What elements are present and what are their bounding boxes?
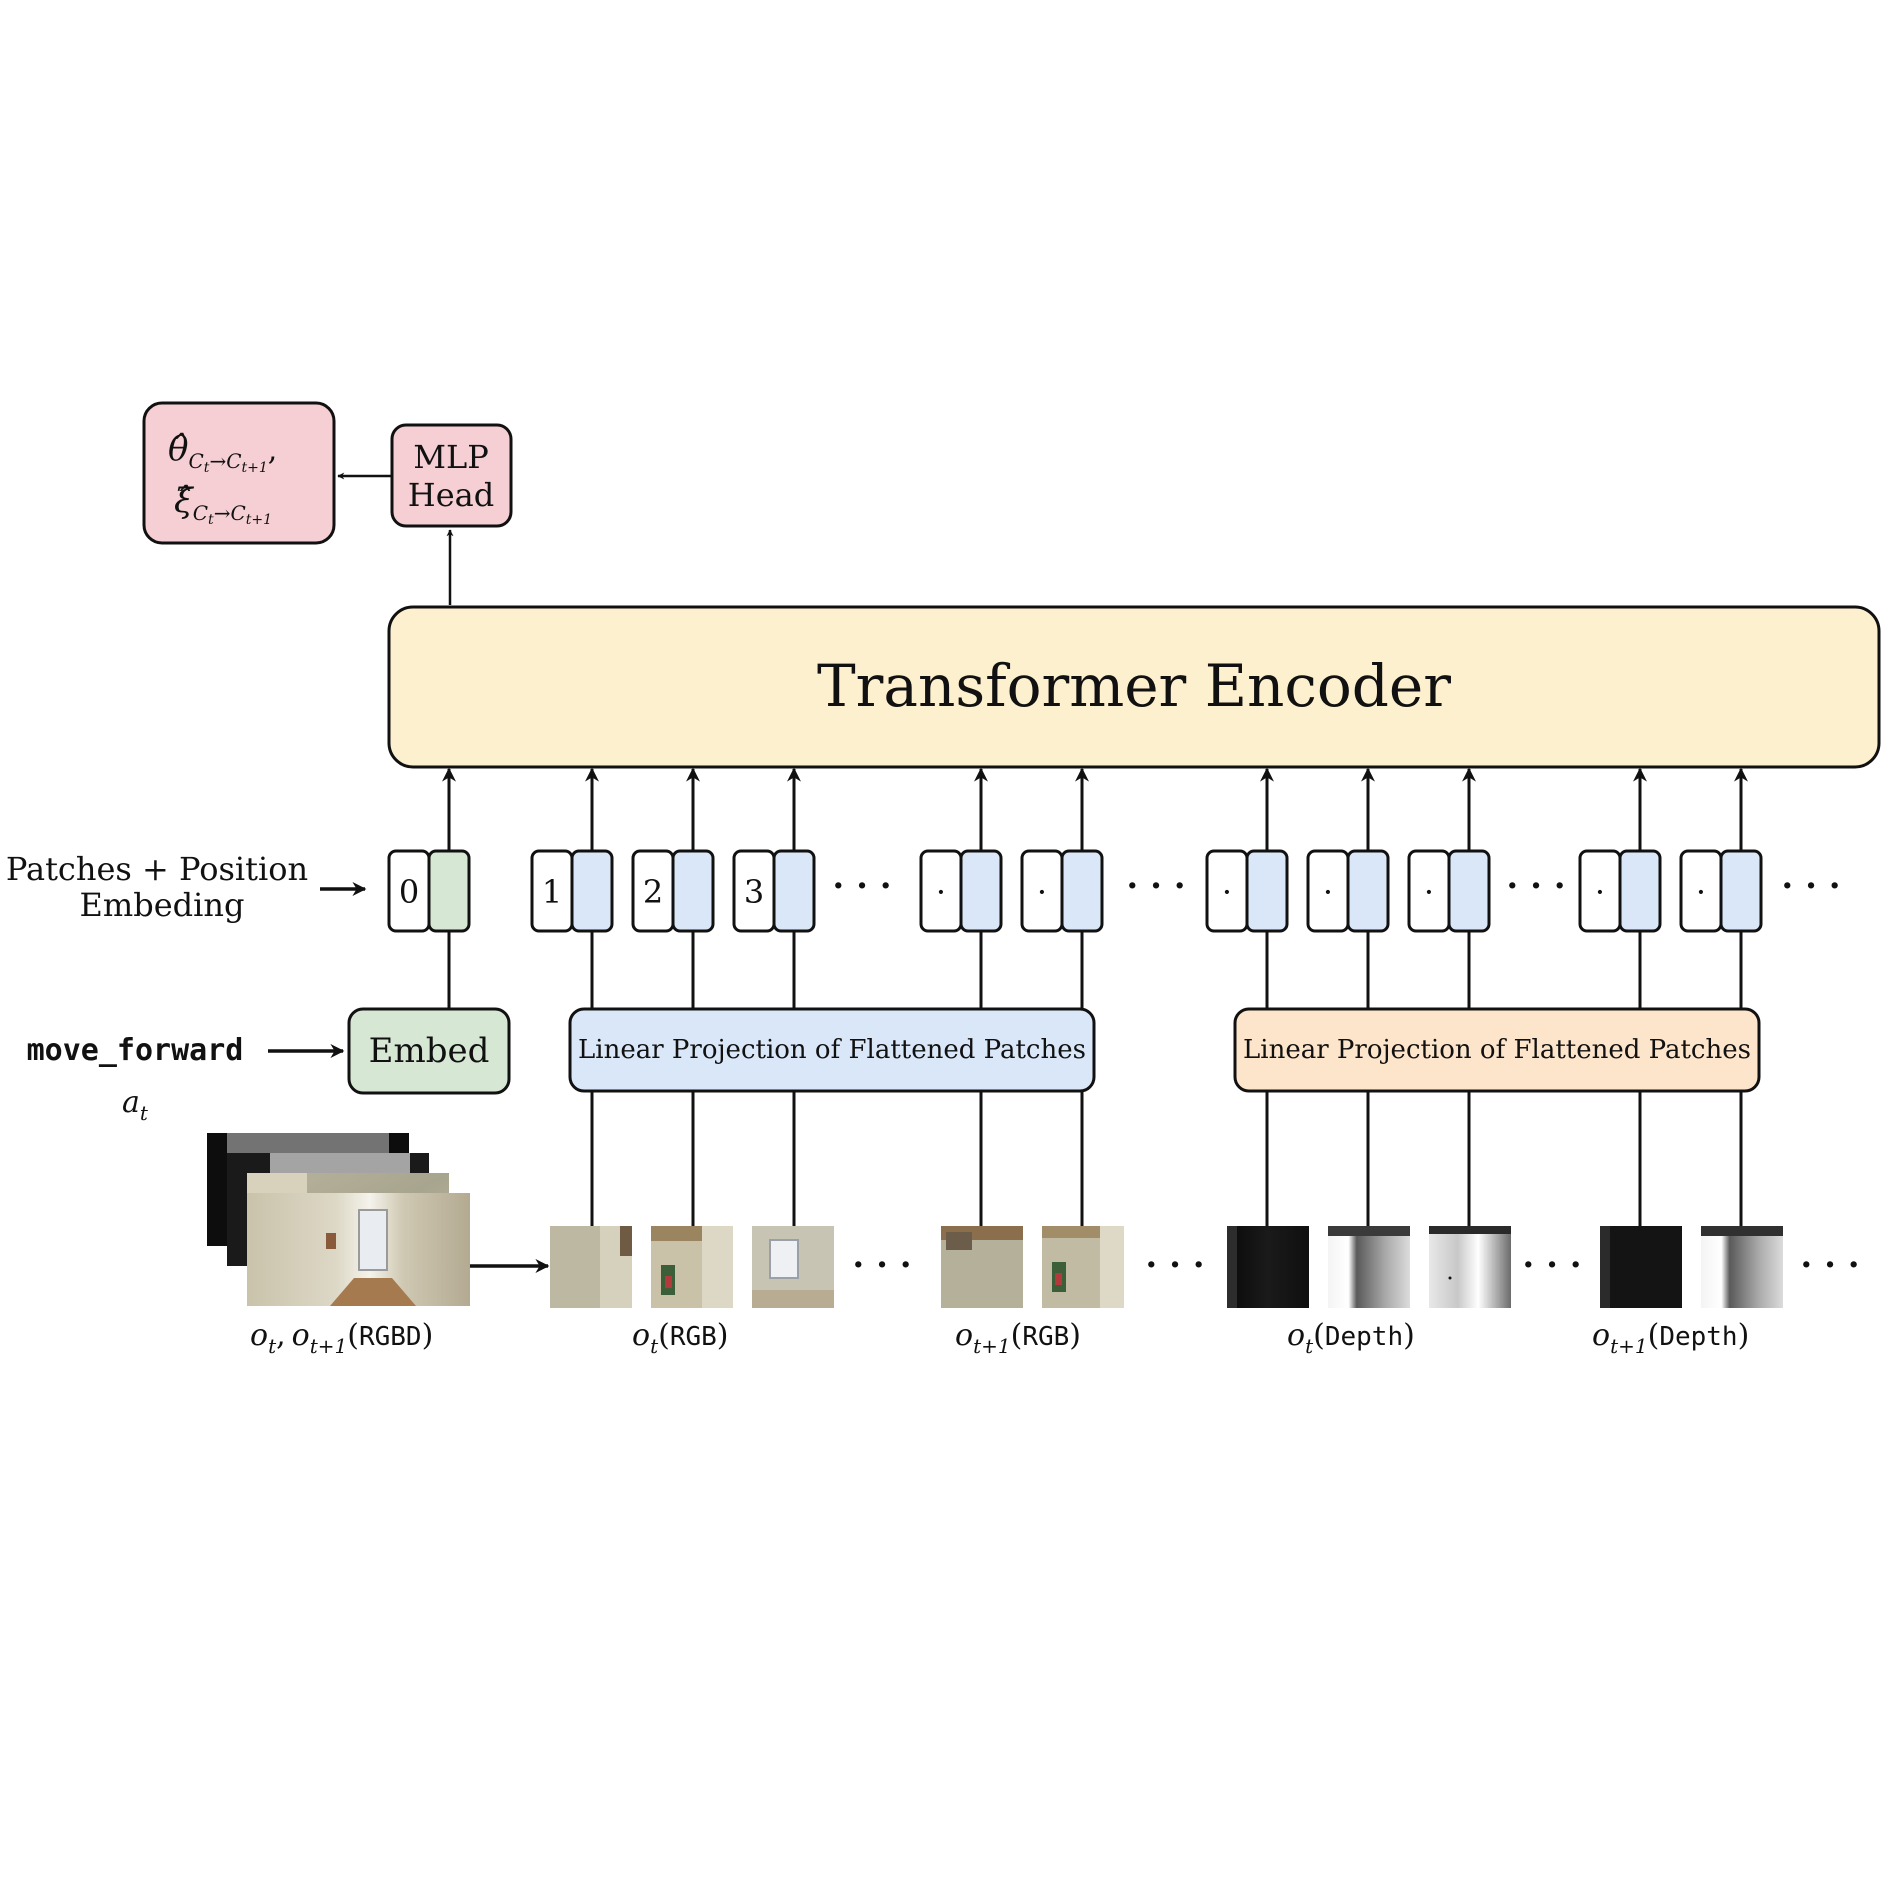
patch-token-7-embedding-box bbox=[1346, 849, 1390, 933]
xi-sub-c: C bbox=[193, 501, 208, 525]
mlp-head-line1: MLP bbox=[413, 438, 489, 476]
xi-sub-t1: t+1 bbox=[246, 512, 272, 528]
depth-patch-3 bbox=[1429, 1226, 1511, 1308]
mlp-head-box: MLP Head bbox=[390, 423, 513, 528]
xi-sub-t: t bbox=[208, 512, 214, 528]
cls-token-embedding-box bbox=[427, 849, 471, 933]
caption-rgbd: ot,ot+1(RGBD) bbox=[250, 1318, 433, 1358]
theta-sub-arrow: → bbox=[209, 449, 226, 473]
cls-token: 0 bbox=[387, 849, 471, 933]
rgb-patch-4 bbox=[941, 1226, 1023, 1308]
patch-token-2: 2 bbox=[631, 849, 715, 933]
caption-rgb-t1: ot+1(RGB) bbox=[955, 1318, 1081, 1358]
xi-sub-c2: C bbox=[230, 501, 245, 525]
patch-token-5-label: · bbox=[1037, 873, 1047, 911]
rgb-projection-box: Linear Projection of Flattened Patches bbox=[568, 1007, 1096, 1093]
rgb-patch-1 bbox=[550, 1226, 632, 1308]
patch-token-4-label: · bbox=[936, 873, 946, 911]
patch-token-7: · bbox=[1306, 849, 1390, 933]
action-symbol: at bbox=[122, 1085, 149, 1125]
patch-token-9: · bbox=[1578, 849, 1662, 933]
token-ellipsis-4: · · · bbox=[1781, 866, 1840, 906]
patch-token-1-label: 1 bbox=[542, 873, 562, 911]
image-ellipsis-1: · · · bbox=[852, 1245, 911, 1285]
patch-token-3: 3 bbox=[732, 849, 816, 933]
patch-token-7-label: · bbox=[1323, 873, 1333, 911]
image-ellipsis-4: · · · bbox=[1800, 1245, 1859, 1285]
depth-projection-box: Linear Projection of Flattened Patches bbox=[1233, 1007, 1761, 1093]
patches-label-line2: Embeding bbox=[80, 886, 245, 924]
patch-token-8-label: · bbox=[1424, 873, 1434, 911]
rgb-projection-label: Linear Projection of Flattened Patches bbox=[578, 1035, 1086, 1065]
patch-token-3-label: 3 bbox=[744, 873, 764, 911]
caption-depth-t: ot(Depth) bbox=[1287, 1318, 1415, 1358]
action-name: move_forward bbox=[27, 1033, 244, 1068]
theta-sub-c: C bbox=[188, 449, 203, 473]
patch-token-6: · bbox=[1205, 849, 1289, 933]
patch-token-10: · bbox=[1679, 849, 1763, 933]
patch-token-3-embedding-box bbox=[772, 849, 816, 933]
xi-sub-arrow: → bbox=[214, 501, 231, 525]
patch-token-8: · bbox=[1407, 849, 1491, 933]
embed-box: Embed bbox=[347, 1007, 511, 1095]
image-ellipsis-2: · · · bbox=[1145, 1245, 1204, 1285]
output-box: θ̂Ct→Ct+1, ξ̂Ct→Ct+1 bbox=[142, 401, 336, 545]
patches-label-line1: Patches + Position bbox=[6, 850, 308, 888]
image-ellipsis-3: · · · bbox=[1522, 1245, 1581, 1285]
theta-sub-c2: C bbox=[226, 449, 241, 473]
patch-token-10-embedding-box bbox=[1719, 849, 1763, 933]
patch-token-4-embedding-box bbox=[959, 849, 1003, 933]
patch-token-9-embedding-box bbox=[1618, 849, 1662, 933]
mlp-head-line2: Head bbox=[408, 476, 494, 514]
patch-token-2-embedding-box bbox=[671, 849, 715, 933]
patch-token-5-embedding-box bbox=[1060, 849, 1104, 933]
theta-sub-t1: t+1 bbox=[242, 460, 268, 476]
rgbd-frame-stack bbox=[207, 1133, 470, 1306]
token-ellipsis-3: · · · bbox=[1506, 866, 1565, 906]
patch-token-1-embedding-box bbox=[570, 849, 614, 933]
patch-token-9-label: · bbox=[1595, 873, 1605, 911]
patch-token-10-label: · bbox=[1696, 873, 1706, 911]
theta-comma: , bbox=[268, 433, 278, 468]
depth-patch-1 bbox=[1227, 1226, 1309, 1308]
svg-text:ξ̂Ct→Ct+1: ξ̂Ct→Ct+1 bbox=[174, 481, 272, 528]
embed-label: Embed bbox=[369, 1031, 490, 1071]
cls-token-label: 0 bbox=[399, 873, 419, 911]
transformer-encoder-box: Transformer Encoder bbox=[387, 605, 1881, 769]
patch-token-2-label: 2 bbox=[643, 873, 663, 911]
rgb-patch-2 bbox=[651, 1226, 733, 1308]
patch-token-6-label: · bbox=[1222, 873, 1232, 911]
depth-patch-2 bbox=[1328, 1226, 1410, 1308]
token-ellipsis-1: · · · bbox=[832, 866, 891, 906]
depth-projection-label: Linear Projection of Flattened Patches bbox=[1243, 1035, 1751, 1065]
patch-token-4: · bbox=[919, 849, 1003, 933]
svg-text:θ̂Ct→Ct+1,: θ̂Ct→Ct+1, bbox=[168, 429, 277, 476]
token-ellipsis-2: · · · bbox=[1126, 866, 1185, 906]
depth-patch-4 bbox=[1600, 1226, 1682, 1308]
depth-patch-5 bbox=[1701, 1226, 1783, 1308]
caption-depth-t1: ot+1(Depth) bbox=[1592, 1318, 1749, 1358]
patch-token-1: 1 bbox=[530, 849, 614, 933]
transformer-encoder-label: Transformer Encoder bbox=[817, 652, 1451, 720]
theta-hat-symbol: θ̂ bbox=[168, 429, 188, 469]
caption-rgb-t: ot(RGB) bbox=[632, 1318, 729, 1358]
rgb-patch-3 bbox=[752, 1226, 834, 1308]
patch-token-8-embedding-box bbox=[1447, 849, 1491, 933]
patch-token-5: · bbox=[1020, 849, 1104, 933]
patch-token-6-embedding-box bbox=[1245, 849, 1289, 933]
xi-hat-symbol: ξ̂ bbox=[174, 481, 195, 521]
connector-lines bbox=[442, 767, 1748, 1226]
token-sequence: 0 1 2 3 · · · · · · · bbox=[387, 849, 1763, 933]
theta-sub-t: t bbox=[204, 460, 210, 476]
rgb-patch-5 bbox=[1042, 1226, 1124, 1308]
